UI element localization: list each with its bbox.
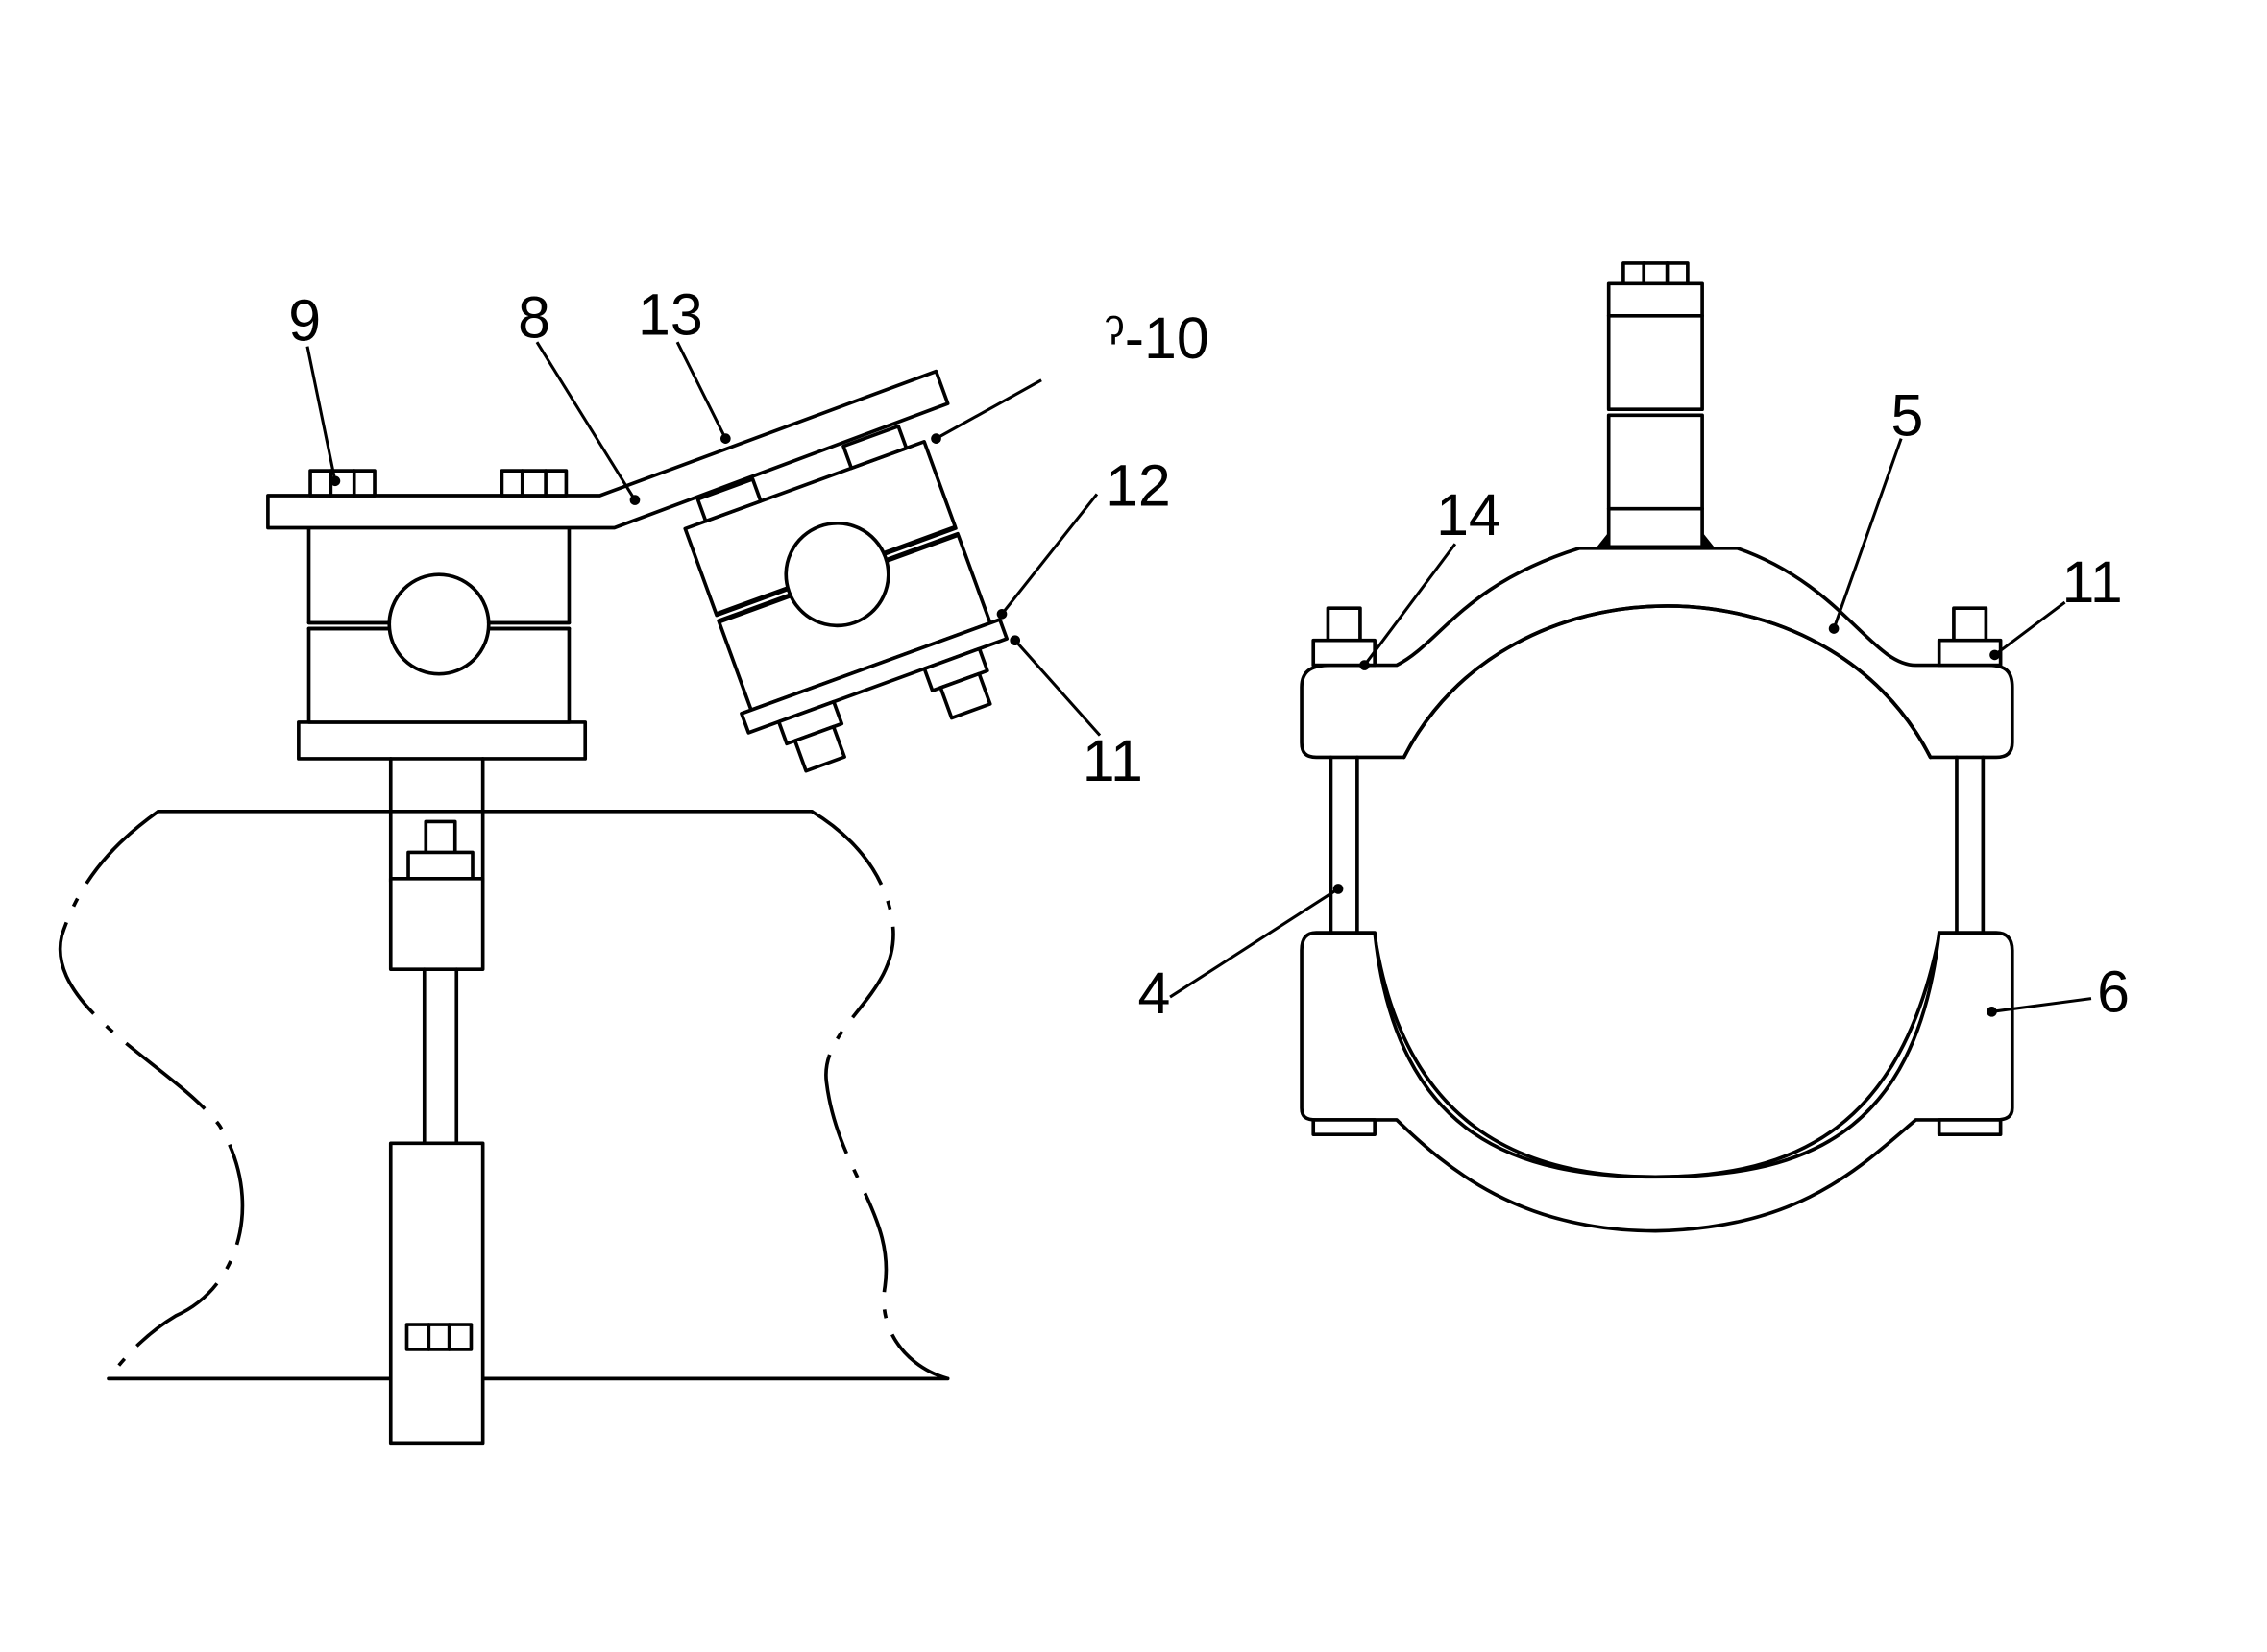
hex-nut-9 [308,469,377,498]
label-part-9: 9 [288,288,321,353]
right-leaders [1169,438,2092,1017]
left-leaders [305,341,1102,737]
lower-saddle [1300,931,2014,1233]
pipe-circle [1402,604,1933,760]
bottom-plate [297,720,588,761]
label-part-13: 13 [638,282,703,348]
bent-mounting-plate [266,369,950,530]
top-post [1597,261,1715,549]
label-part-5: 5 [1890,383,1923,449]
hanger-bracket [388,757,485,1446]
label-part-8: 8 [518,285,550,351]
label-part-11-right: 11 [2062,549,2123,615]
upper-saddle [1300,546,2014,760]
label-part-14: 14 [1436,482,1501,547]
tube-cross-section-left [387,572,491,676]
label-part-12: 12 [1106,453,1171,519]
angled-clamp-assembly [683,424,1009,773]
label-part-7-10: ˀ-10 [1105,305,1209,371]
hex-nut-top-2 [500,469,569,498]
pipe-section-outline [58,809,950,1381]
tie-rod-left [1311,606,1377,1136]
label-part-11-left: 11 [1083,728,1143,793]
left-view-assembly: 9 8 13 ˀ-10 12 11 [58,282,1209,1446]
tie-rod-right [1937,606,2003,1136]
label-part-4: 4 [1138,960,1171,1026]
right-view-clamp: 5 14 11 4 6 [1138,261,2130,1233]
label-part-6: 6 [2097,959,2130,1024]
